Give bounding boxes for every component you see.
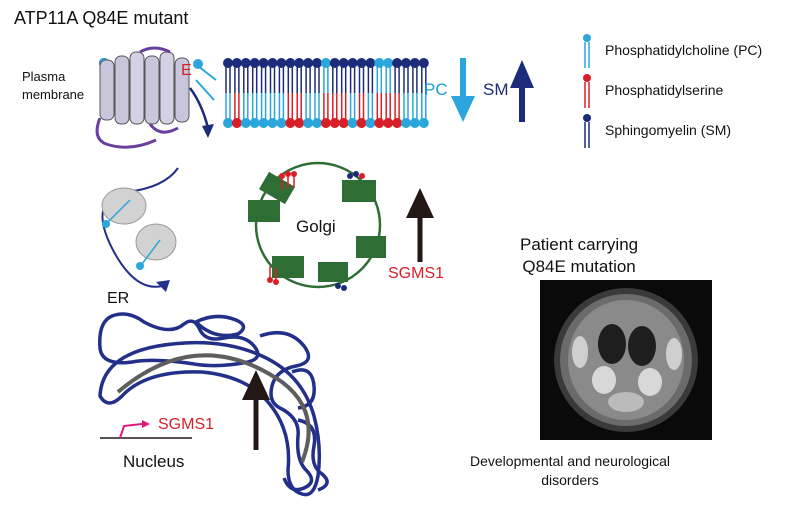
- outer-leaflet-lipid: [231, 58, 242, 93]
- outer-leaflet-lipid: [320, 58, 331, 93]
- legend-pc-label: Phosphatidylcholine (PC): [605, 42, 763, 58]
- inner-leaflet-lipid: [294, 93, 305, 128]
- outer-leaflet-lipid: [338, 58, 349, 93]
- outer-leaflet-lipid: [374, 58, 385, 93]
- disorders-caption-line1: Developmental and neurological: [470, 453, 671, 469]
- inner-leaflet-lipid: [223, 93, 233, 128]
- inner-leaflet-lipid: [374, 93, 385, 128]
- legend-pc-glyph: [583, 34, 591, 68]
- patient-caption-line2: Q84E mutation: [522, 257, 636, 276]
- inner-leaflet-lipid: [312, 93, 322, 128]
- mutation-residue-label: E: [181, 62, 192, 79]
- inner-leaflet-lipid: [409, 93, 420, 128]
- inner-leaflet-lipid: [338, 93, 349, 128]
- pc-decrease-arrow: [451, 58, 475, 122]
- outer-leaflet-lipid: [240, 58, 251, 93]
- sgms1-gene-promoter: [100, 420, 192, 439]
- sgms1-golgi-increase-arrow: [406, 188, 434, 262]
- outer-leaflet-lipid: [418, 58, 429, 93]
- diagram-title: ATP11A Q84E mutant: [14, 8, 189, 28]
- inner-leaflet-lipid: [347, 93, 358, 128]
- inner-leaflet-lipid: [320, 93, 331, 128]
- sm-increase-arrow: [510, 60, 534, 122]
- outer-leaflet-lipid: [383, 58, 394, 93]
- golgi-label: Golgi: [296, 217, 336, 236]
- plasma-membrane-label-line2: membrane: [22, 87, 85, 102]
- patient-caption-line1: Patient carrying: [520, 235, 639, 254]
- outer-leaflet-lipid: [312, 58, 322, 93]
- inner-leaflet-lipid: [356, 93, 367, 128]
- outer-leaflet-lipid: [267, 58, 278, 93]
- patient-mri-image: [540, 280, 712, 440]
- legend-sm-label: Sphingomyelin (SM): [605, 122, 732, 138]
- outer-leaflet-lipid: [365, 58, 376, 93]
- inner-leaflet-lipid: [249, 93, 260, 128]
- sm-arrow-label: SM: [483, 80, 509, 99]
- nucleus-label: Nucleus: [123, 452, 185, 471]
- outer-leaflet-lipid: [392, 58, 403, 93]
- sgms1-golgi-label: SGMS1: [388, 265, 445, 282]
- inner-leaflet-lipid: [240, 93, 251, 128]
- outer-leaflet-lipid: [347, 58, 358, 93]
- outer-leaflet-lipid: [409, 58, 420, 93]
- pc-flip-lipids: [188, 59, 217, 138]
- legend-sm-glyph: [583, 114, 591, 148]
- inner-leaflet-lipid: [418, 93, 429, 128]
- er-label: ER: [107, 290, 130, 307]
- outer-leaflet-lipid: [303, 58, 314, 93]
- plasma-membrane-label: Plasma membrane: [22, 68, 84, 104]
- plasma-membrane-label-line1: Plasma: [22, 69, 66, 84]
- golgi-organelle: [248, 161, 386, 291]
- nuclear-envelope: [116, 353, 311, 463]
- inner-leaflet-lipid: [303, 93, 314, 128]
- outer-leaflet-lipid: [258, 58, 269, 93]
- outer-leaflet-lipid: [285, 58, 296, 93]
- outer-leaflet-lipid: [223, 58, 233, 93]
- vesicle-transport: [101, 167, 179, 292]
- inner-leaflet-lipid: [401, 93, 411, 128]
- outer-leaflet-lipid: [356, 58, 367, 93]
- inner-leaflet-lipid: [329, 93, 340, 128]
- atp11a-transporter: [95, 46, 190, 149]
- sgms1-nucleus-increase-arrow: [242, 370, 270, 450]
- sgms1-nucleus-label: SGMS1: [158, 416, 215, 433]
- legend-ps-glyph: [583, 74, 591, 108]
- inner-leaflet-lipid: [258, 93, 269, 128]
- outer-leaflet-lipid: [276, 58, 287, 93]
- inner-leaflet-lipid: [231, 93, 242, 128]
- inner-leaflet-lipid: [383, 93, 394, 128]
- inner-leaflet-lipid: [365, 93, 376, 128]
- inner-leaflet-lipid: [276, 93, 287, 128]
- outer-leaflet-lipid: [249, 58, 260, 93]
- inner-leaflet-lipid: [392, 93, 403, 128]
- inner-leaflet-lipid: [267, 93, 278, 128]
- disorders-caption-line2: disorders: [541, 472, 599, 488]
- inner-leaflet-lipid: [285, 93, 296, 128]
- outer-leaflet-lipid: [329, 58, 340, 93]
- outer-leaflet-lipid: [401, 58, 411, 93]
- pc-arrow-label: PC: [424, 80, 448, 99]
- legend-ps-label: Phosphatidylserine: [605, 82, 724, 98]
- disorders-caption: Developmental and neurological disorders: [470, 452, 670, 490]
- patient-caption: Patient carrying Q84E mutation: [520, 234, 638, 278]
- outer-leaflet-lipid: [294, 58, 305, 93]
- er-membrane: [98, 312, 329, 497]
